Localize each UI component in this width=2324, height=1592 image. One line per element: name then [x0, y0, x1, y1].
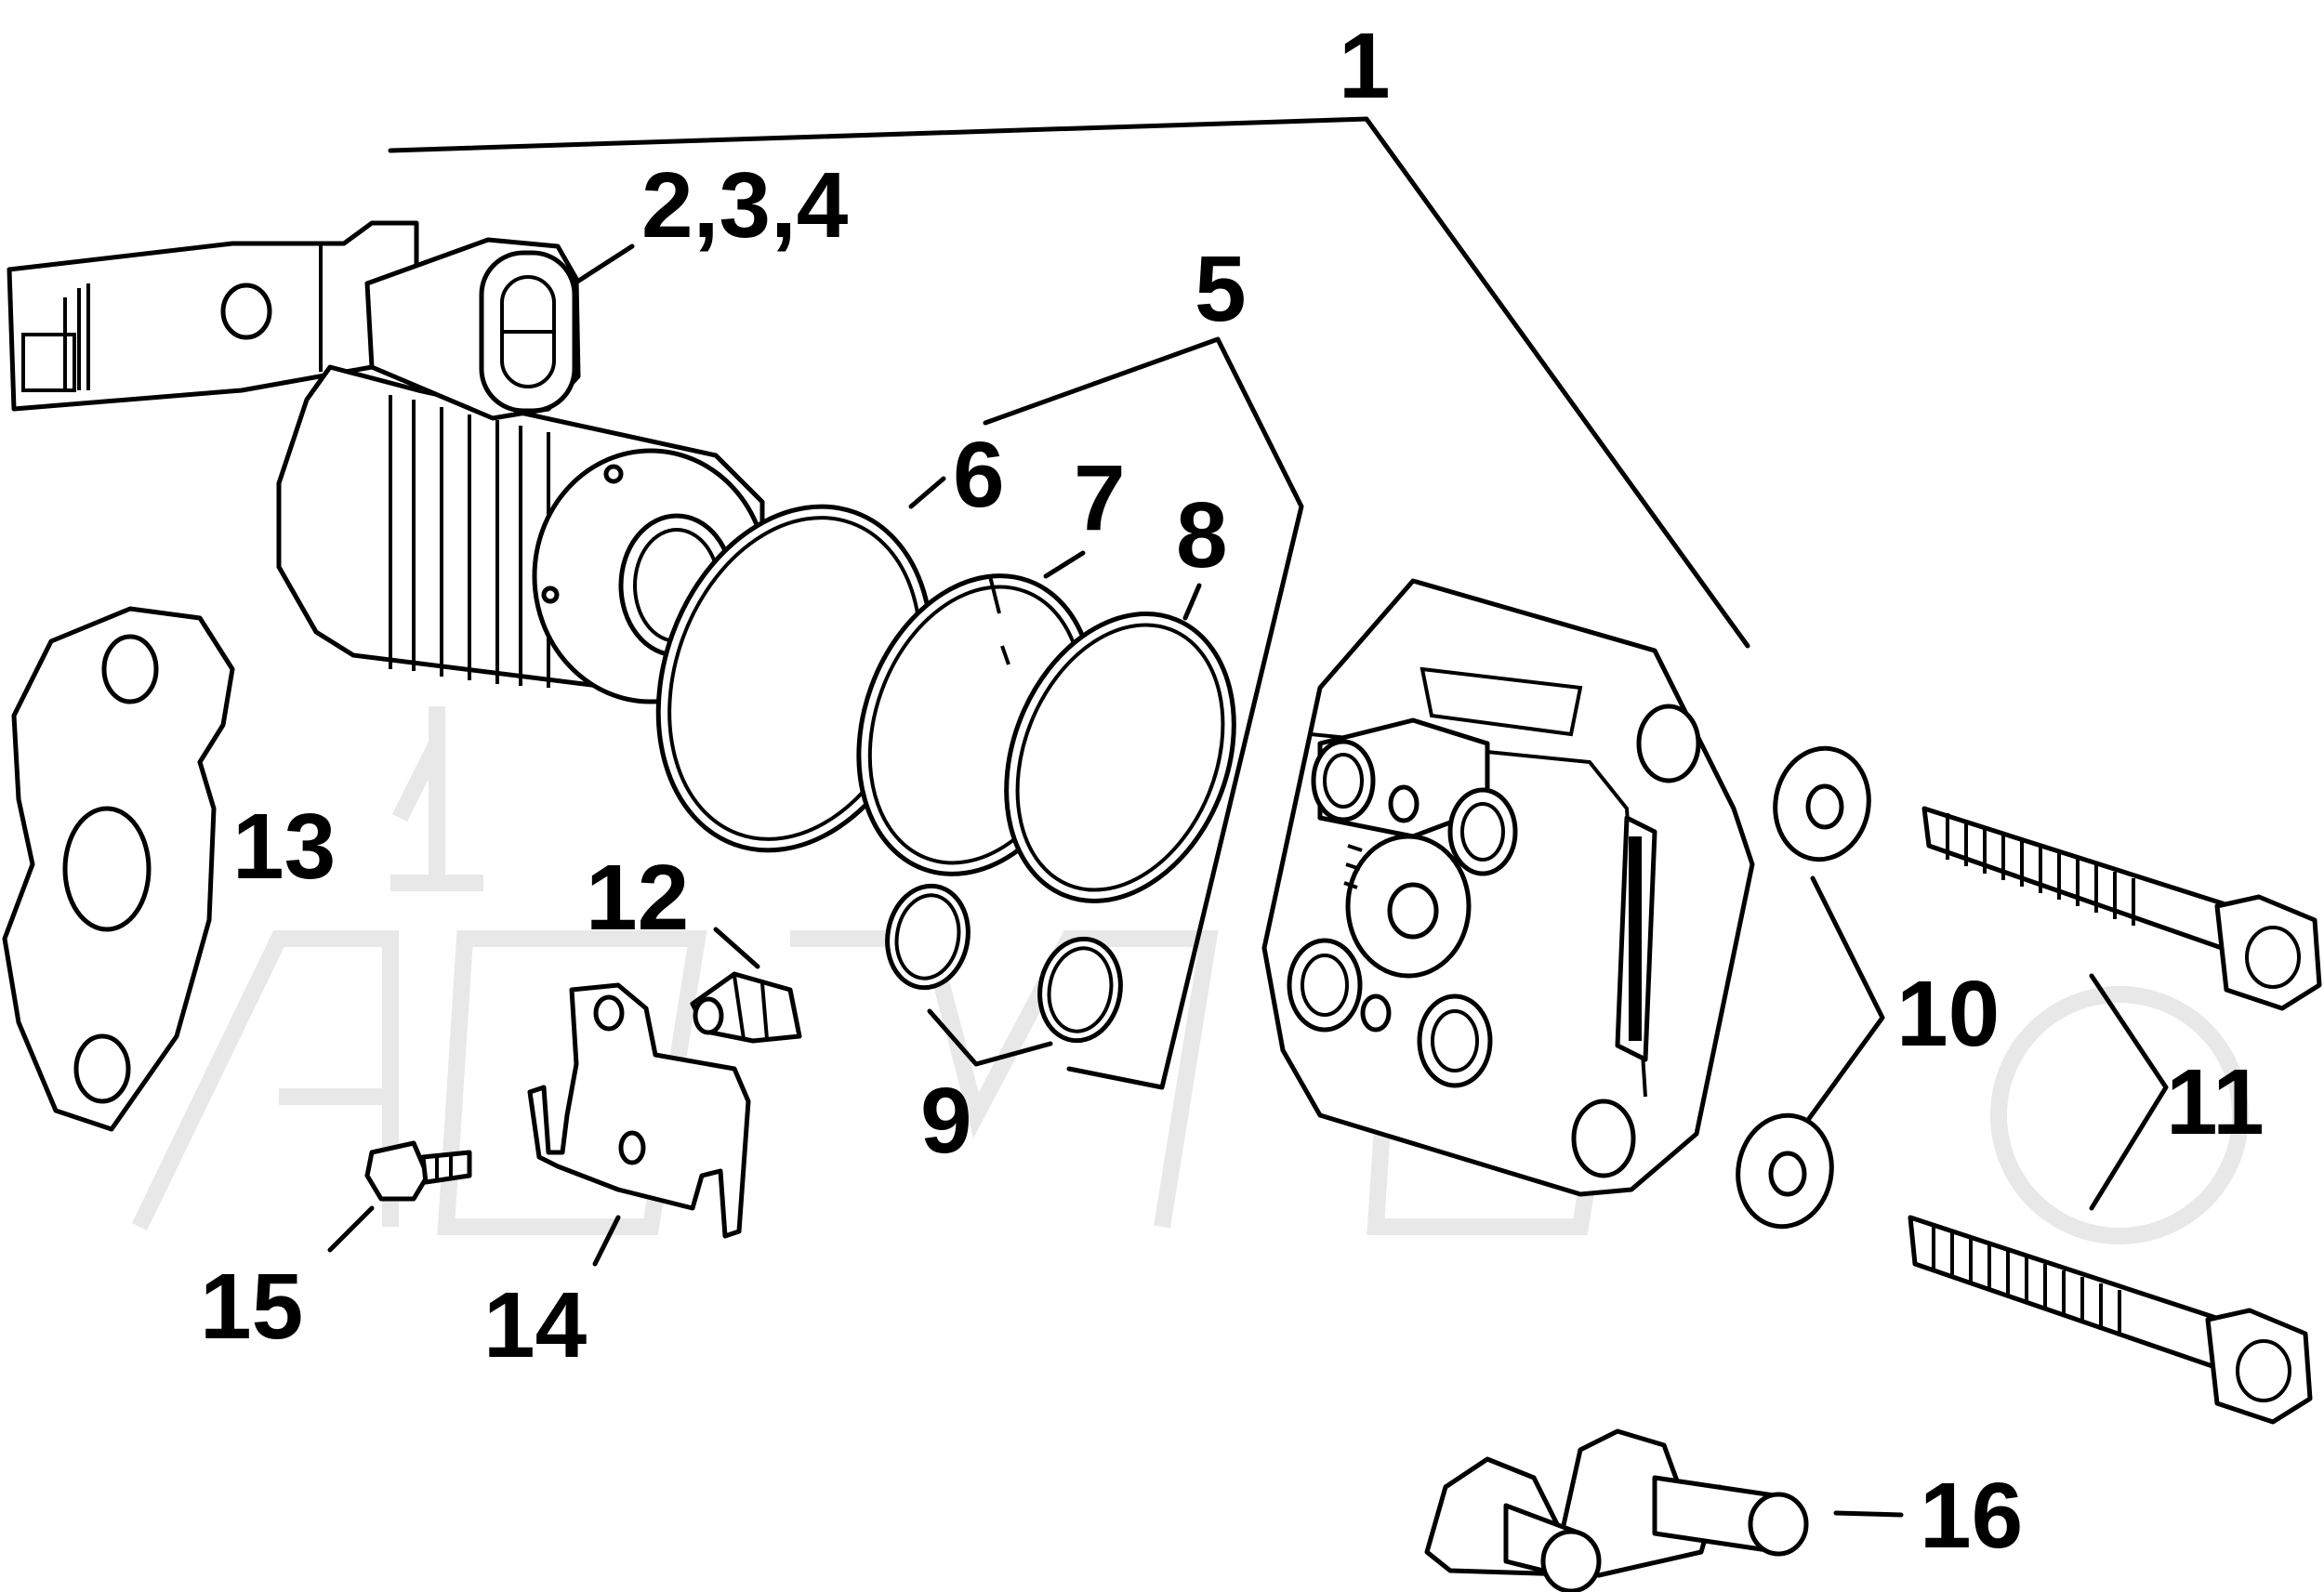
callout-9: 9 [920, 1069, 972, 1173]
callout-5: 5 [1195, 237, 1247, 341]
bolts [1908, 806, 2322, 1425]
leader-7 [1043, 550, 1086, 579]
leader-6 [908, 476, 946, 509]
leader-8 [1182, 583, 1202, 621]
leader-15 [327, 1205, 375, 1253]
leader-1 [388, 116, 1750, 649]
leader-lines [327, 116, 2169, 1518]
valve-housing [1261, 578, 1755, 1197]
o-rings [885, 883, 1123, 1044]
double-clip [1424, 1428, 1809, 1592]
callout-8: 8 [1176, 483, 1228, 587]
leader-9 [927, 1008, 1053, 1067]
washers [1736, 745, 1871, 1230]
callout-2-3-4: 2,3,4 [641, 153, 849, 257]
callout-12: 12 [586, 846, 689, 950]
small-bolt [364, 1140, 472, 1202]
callout-11: 11 [2166, 1050, 2265, 1154]
seal-rings [655, 504, 1236, 903]
leader-10 [1805, 875, 1885, 1123]
callout-7: 7 [1074, 446, 1126, 550]
clip [690, 971, 802, 1044]
callout-14: 14 [483, 1273, 588, 1377]
callout-10: 10 [1896, 962, 2000, 1066]
bracket-plate [527, 982, 751, 1239]
callout-13: 13 [232, 795, 336, 899]
leader-12 [713, 927, 760, 969]
callout-labels: 1 2,3,4 5 6 7 8 9 10 11 12 13 14 15 16 [200, 14, 2265, 1568]
leader-2-3-4 [572, 243, 635, 286]
leader-16 [1833, 1510, 1904, 1518]
callout-1: 1 [1339, 14, 1391, 118]
callout-15: 15 [200, 1255, 303, 1359]
gasket [2, 606, 235, 1132]
leader-11 [2089, 973, 2169, 1211]
leader-14 [592, 1215, 621, 1267]
solenoid-assembly [7, 220, 770, 704]
callout-6: 6 [953, 423, 1005, 527]
leader-5 [983, 336, 1304, 1090]
callout-16: 16 [1920, 1464, 2023, 1568]
